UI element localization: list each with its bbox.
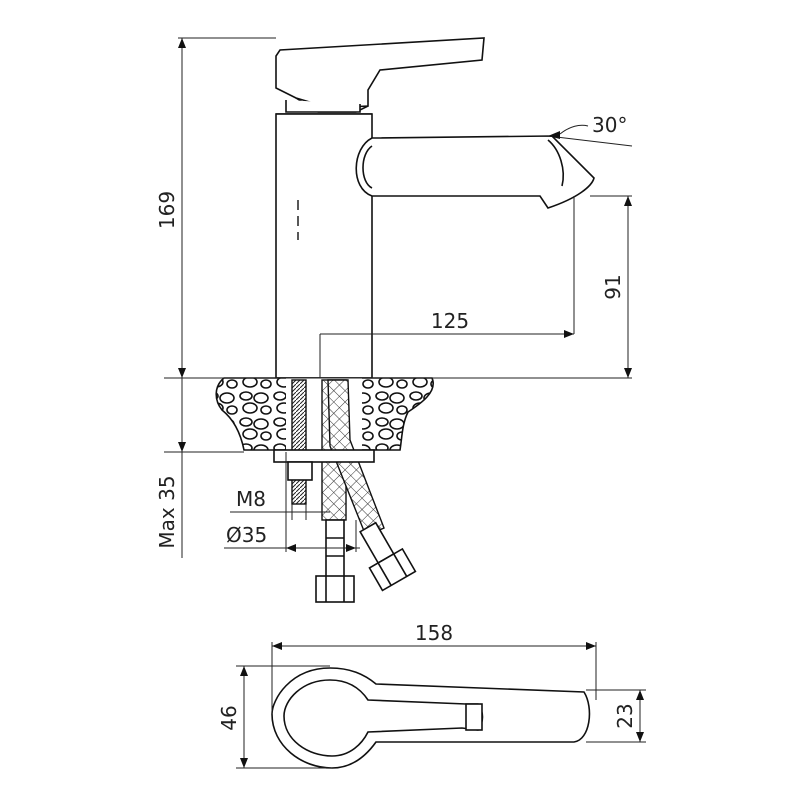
handle-top-outline <box>271 667 591 769</box>
max-thickness-label: Max 35 <box>155 475 179 548</box>
side-dimensions: 169 91 125 Max 35 M8 Ø35 <box>155 37 632 558</box>
hose-fitting-left <box>325 519 345 579</box>
cartridge-cap <box>285 100 361 113</box>
faucet-body <box>275 113 373 379</box>
lever-handle <box>275 37 485 109</box>
hole-diameter-label: Ø35 <box>226 523 267 547</box>
length-label: 158 <box>415 621 453 645</box>
spout-width-label: 23 <box>613 703 637 728</box>
width-label: 46 <box>217 705 241 730</box>
lever-slot <box>465 703 483 731</box>
reach-label: 125 <box>431 309 469 333</box>
faucet-side-view: 30° <box>215 37 633 603</box>
threaded-stud <box>291 379 307 505</box>
spout-height-label: 91 <box>601 274 625 299</box>
spout <box>355 135 595 209</box>
faucet-top-view <box>271 667 591 769</box>
fixing-plate <box>273 449 375 463</box>
angle-label: 30° <box>592 113 627 137</box>
fixing-nut <box>287 461 313 481</box>
thread-label: M8 <box>236 487 266 511</box>
hose-fitting-right <box>359 521 417 592</box>
height-label: 169 <box>155 191 179 229</box>
top-dimensions: 158 46 23 <box>217 621 646 769</box>
